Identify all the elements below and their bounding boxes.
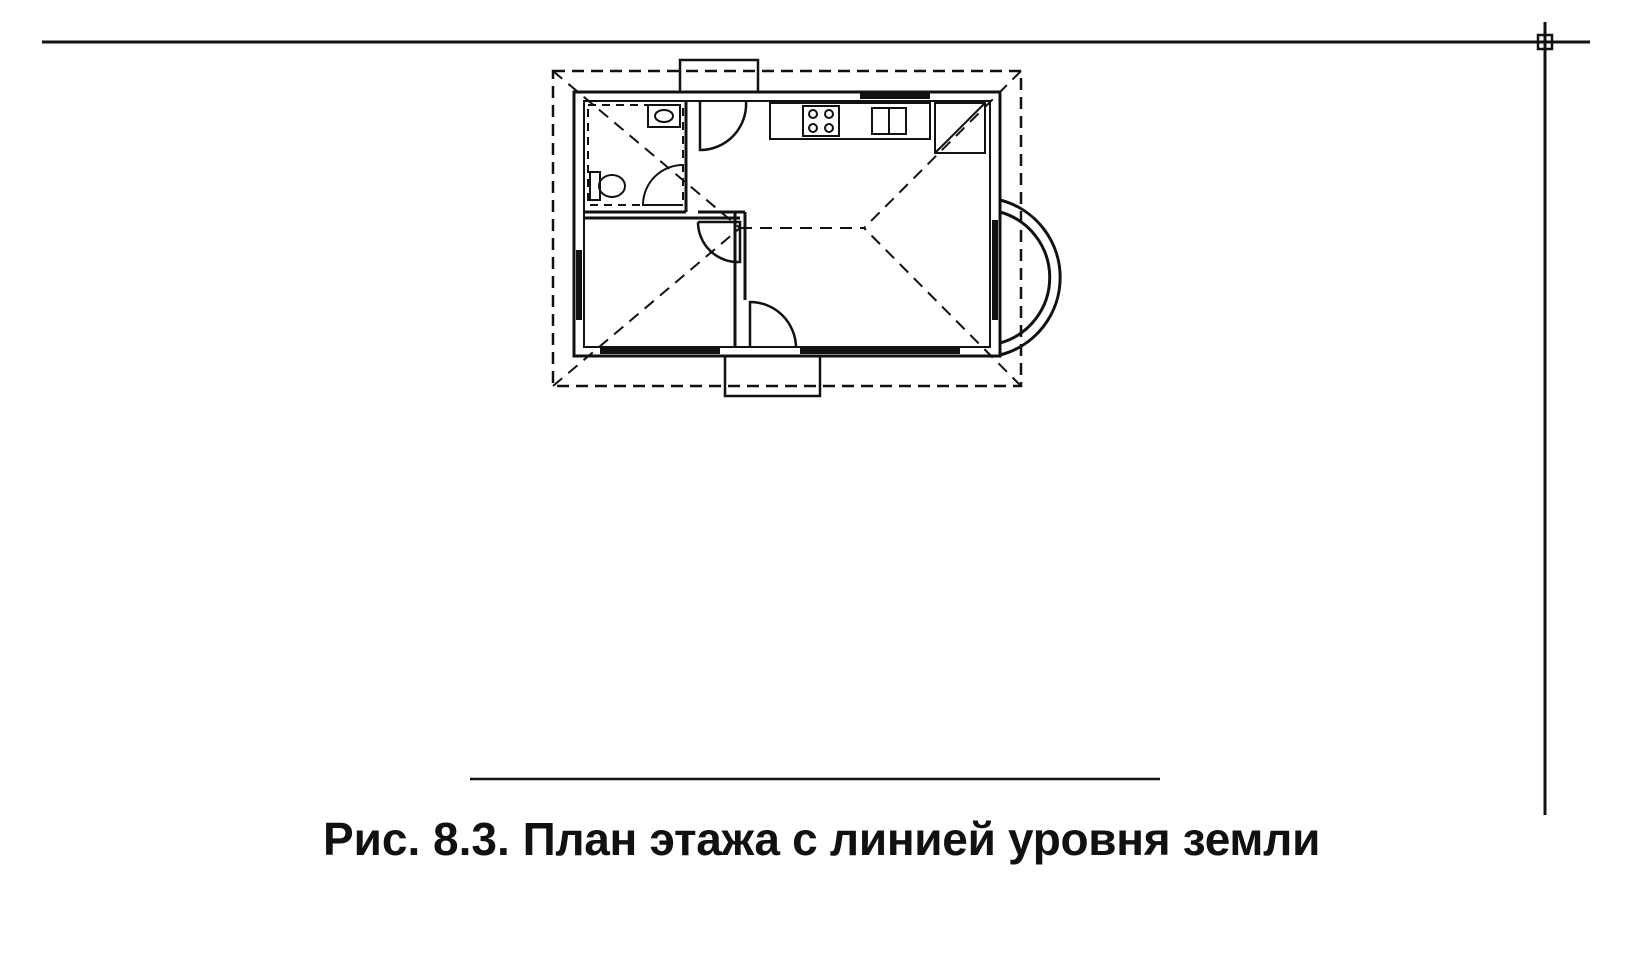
bedroom [590,222,730,342]
bathroom-door-swing [641,164,684,206]
living-room [750,150,985,340]
corner-cabinet [934,102,986,154]
bathroom [587,104,684,206]
figure-caption: Рис. 8.3. План этажа с линией уровня зем… [0,812,1643,866]
exterior-wall-inner [583,100,991,348]
figure-title: План этажа с линией уровня земли [522,813,1321,865]
bay-window [999,198,1062,357]
roof-hip-lines [552,70,1022,387]
roof-outline [551,69,1023,388]
exterior-wall-outer [572,90,1002,358]
bathtub [587,104,684,206]
sink [647,104,681,128]
interior-walls [584,101,747,347]
stove [802,105,840,137]
toilet-bowl [598,174,626,198]
front-porch [723,354,822,398]
figure-number: Рис. 8.3. [322,813,510,865]
rear-porch [678,58,760,94]
kitchen-counter [769,102,986,154]
counter [769,102,931,140]
rear-door-swing [698,100,748,152]
front-door-swing [748,300,798,348]
wall-windows [576,93,998,354]
sink-basin [654,109,674,123]
floor-plan-drawing [551,58,1062,398]
bedroom-door-swing [696,220,742,264]
